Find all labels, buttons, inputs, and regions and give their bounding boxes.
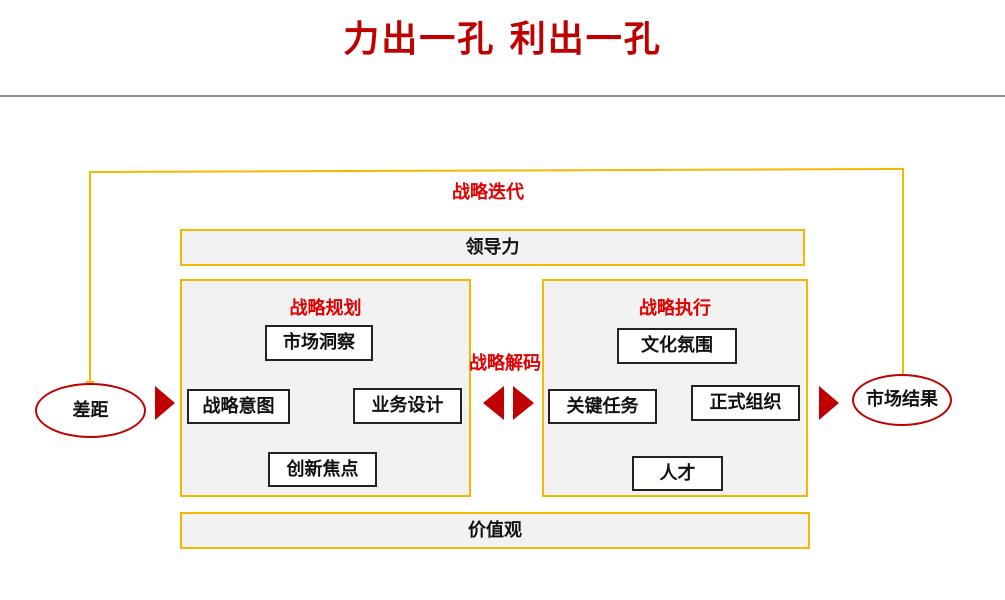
execution-to-result-arrow <box>819 386 839 420</box>
formal-organization-node: 正式组织 <box>691 385 800 421</box>
iteration-label: 战略迭代 <box>452 182 524 203</box>
iteration-loop-line <box>89 167 904 383</box>
strategy-decode-label: 战略解码 <box>469 353 541 374</box>
planning-title: 战略规划 <box>289 298 362 319</box>
leadership-band: 领导力 <box>180 229 805 266</box>
strategic-intent-node: 战略意图 <box>187 389 290 424</box>
execution-title: 战略执行 <box>639 298 711 319</box>
market-result-oval: 市场结果 <box>852 374 952 426</box>
key-tasks-node: 关键任务 <box>548 389 657 424</box>
gap-to-planning-arrow <box>155 386 175 420</box>
decode-left-arrow <box>483 386 504 420</box>
gap-oval: 差距 <box>35 383 146 438</box>
innovation-focus-node: 创新焦点 <box>268 452 377 487</box>
page-title: 力出一孔 利出一孔 <box>343 19 662 60</box>
culture-node: 文化氛围 <box>617 328 737 364</box>
decode-right-arrow <box>513 386 534 420</box>
business-design-node: 业务设计 <box>353 388 462 424</box>
talent-node: 人才 <box>632 456 723 491</box>
values-band: 价值观 <box>180 512 810 549</box>
market-insight-node: 市场洞察 <box>265 325 373 361</box>
title-divider <box>0 95 1005 97</box>
